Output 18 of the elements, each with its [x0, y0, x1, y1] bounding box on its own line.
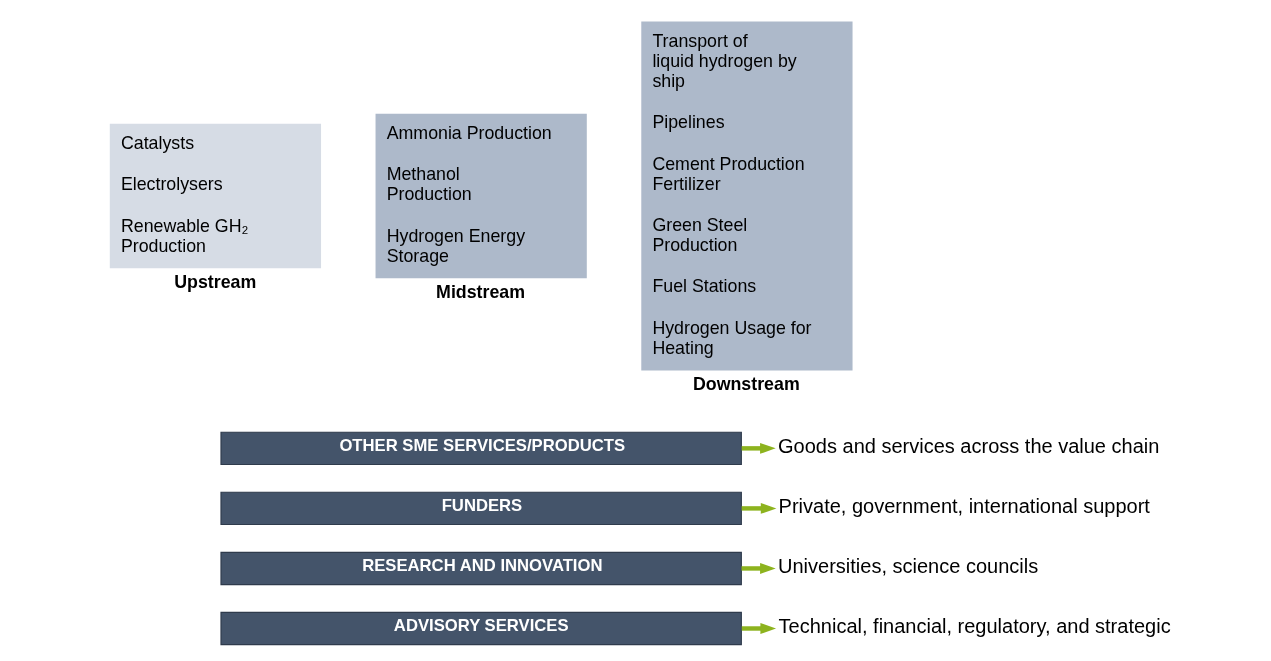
arrow — [741, 562, 776, 574]
arrow — [741, 623, 776, 634]
node-label: Downstream — [692, 374, 800, 395]
node-box: Catalysts Electrolysers Renewable GH₂ Production — [109, 123, 321, 269]
node-box: FUNDERS — [219, 491, 742, 526]
node-label: Upstream — [173, 272, 256, 293]
node-text: Technical, financial, regulatory, and strategic — [778, 615, 1171, 638]
node-text: Universities, science councils — [777, 555, 1038, 578]
node-box: RESEARCH AND INNOVATION — [219, 551, 742, 586]
node-box: Ammonia Production Methanol Production Hydrogen Energy Storage — [375, 113, 587, 279]
node-box: OTHER SME SERVICES/PRODUCTS — [219, 431, 742, 466]
node-label: Midstream — [435, 282, 525, 303]
node-box: Transport of liquid hydrogen by ship Pipelines Cement Production Fertilizer Green Steel Production Fuel Stations Hydrogen Usage for Heating — [640, 21, 853, 371]
arrow — [741, 502, 776, 514]
node-text: Private, government, international support — [778, 495, 1150, 518]
arrow — [741, 442, 776, 454]
node-box: ADVISORY SERVICES — [219, 611, 742, 646]
node-text: Goods and services across the value chain — [777, 435, 1159, 458]
